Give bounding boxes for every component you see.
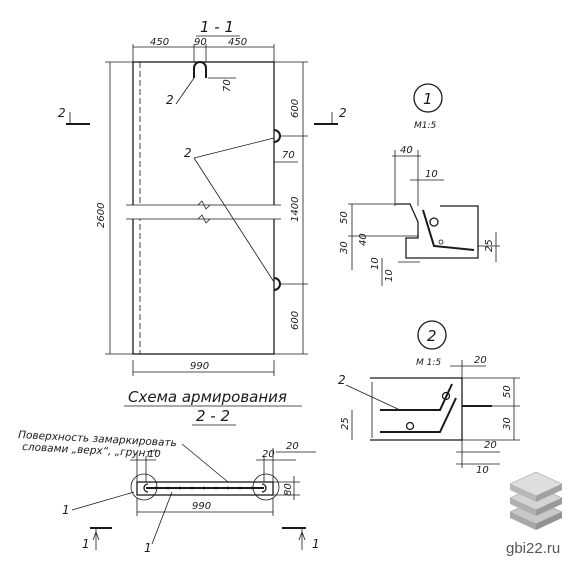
callout-leader — [151, 491, 173, 545]
detail-2-dim-20: 20 — [474, 355, 487, 366]
dim-top-mid: 90 — [194, 37, 207, 48]
arrow-head — [298, 530, 306, 541]
dim-width: 990 — [190, 361, 209, 372]
section-2-2: Поверхность замаркировать словами „верх“… — [18, 429, 320, 555]
section-1-1-title: 1 - 1 — [200, 18, 234, 36]
section-2-2-title: 2 - 2 — [196, 407, 230, 425]
detail-1-rebar — [422, 209, 475, 251]
section-2-2-outline — [136, 481, 274, 496]
detail-1-number: 1 — [423, 90, 433, 108]
detail-1-profile — [395, 203, 479, 259]
cut-mark-1-left-label: 1 — [82, 537, 90, 551]
detail-2-rebar-bottom — [380, 397, 457, 433]
right-loop-upper — [273, 129, 281, 143]
dim-seg-mid: 1400 — [290, 197, 301, 222]
detail-2-profile — [370, 377, 463, 441]
section-2-2-callout-left: 1 — [62, 503, 70, 517]
detail-2-number: 2 — [427, 327, 437, 345]
end-loop-right — [261, 483, 267, 493]
detail-2-callout: 2 — [338, 373, 346, 387]
dim-seg-top: 600 — [290, 99, 301, 118]
detail-2-bar-section — [405, 421, 415, 431]
dim-right-offset: 70 — [282, 150, 295, 161]
section-2-2-width: 990 — [192, 501, 211, 512]
detail-2-dim-10: 10 — [476, 465, 489, 476]
break-zigzag-top — [197, 200, 211, 210]
detail-1-bar-section — [429, 217, 439, 227]
cut-mark-left-label: 2 — [58, 106, 66, 120]
break-zigzag-bottom — [197, 214, 211, 224]
detail-2-dim-25: 25 — [340, 417, 351, 430]
detail-2-dim-30: 30 — [502, 417, 513, 430]
cut-mark-1-right-label: 1 — [312, 537, 320, 551]
top-lifting-loop — [193, 61, 207, 78]
detail-1-dim-40: 40 — [400, 145, 413, 156]
detail-1-dim-25: 25 — [484, 239, 495, 252]
watermark: gbi22.ru — [506, 471, 563, 557]
detail-2-dim-20b: 20 — [484, 440, 497, 451]
dim-loop-height: 70 — [222, 79, 233, 92]
callout-leader — [175, 77, 195, 105]
dim-top-right: 450 — [228, 37, 247, 48]
schema-heading: Схема армирования 2 - 2 — [124, 388, 302, 426]
detail-1-dim-30: 30 — [339, 241, 350, 254]
detail-1-dim-10: 10 — [425, 169, 438, 180]
detail-1-scale: М1:5 — [414, 121, 437, 131]
callout-leader — [193, 137, 275, 159]
detail-1-marker — [413, 83, 443, 113]
dim-top-left: 450 — [150, 37, 169, 48]
detail-circle-right — [252, 473, 280, 501]
section-2-2-dim-20b: 20 — [286, 441, 299, 452]
cut-mark-right-label: 2 — [339, 106, 347, 120]
section-2-2-dim-80: 80 — [283, 483, 294, 496]
detail-circle-left — [130, 473, 158, 501]
detail-2: 2 М 1:5 2 20 50 30 25 20 10 — [338, 320, 520, 476]
callout-2-top: 2 — [166, 93, 174, 107]
break-gap — [126, 205, 281, 219]
callout-leader — [345, 384, 401, 411]
detail-1: 1 М1:5 40 10 50 30 40 25 10 10 — [339, 83, 500, 286]
note-leader — [181, 443, 229, 483]
detail-2-marker — [417, 320, 447, 350]
dim-seg-bottom: 600 — [290, 311, 301, 330]
detail-1-dim-10b: 10 — [370, 257, 381, 270]
arrow-head — [92, 530, 100, 541]
callout-leader — [71, 491, 135, 511]
schema-title: Схема армирования — [128, 388, 287, 406]
detail-1-dim-40b: 40 — [358, 233, 369, 246]
callout-2-mid: 2 — [184, 146, 192, 160]
watermark-site: gbi22.ru — [506, 540, 560, 557]
section-1-1-elevation: 1 - 1 450 90 450 70 2600 — [58, 18, 347, 376]
dim-height-total: 2600 — [96, 203, 107, 228]
right-loop-lower — [273, 277, 281, 291]
end-loop-left — [143, 483, 149, 493]
callout-leader — [193, 157, 275, 283]
section-2-2-callout-bottom: 1 — [144, 541, 152, 555]
detail-1-bar-section — [438, 239, 444, 245]
section-2-2-dim-10: 10 — [148, 449, 161, 460]
detail-1-dim-50: 50 — [339, 211, 350, 224]
section-2-2-dim-20a: 20 — [262, 449, 275, 460]
detail-2-scale: М 1:5 — [416, 358, 441, 368]
detail-2-dim-50: 50 — [502, 385, 513, 398]
detail-2-bar-section — [441, 391, 451, 401]
detail-1-dim-10c: 10 — [384, 269, 395, 282]
section-2-2-bar-dots — [154, 486, 254, 490]
stacked-slabs-icon — [509, 471, 563, 530]
